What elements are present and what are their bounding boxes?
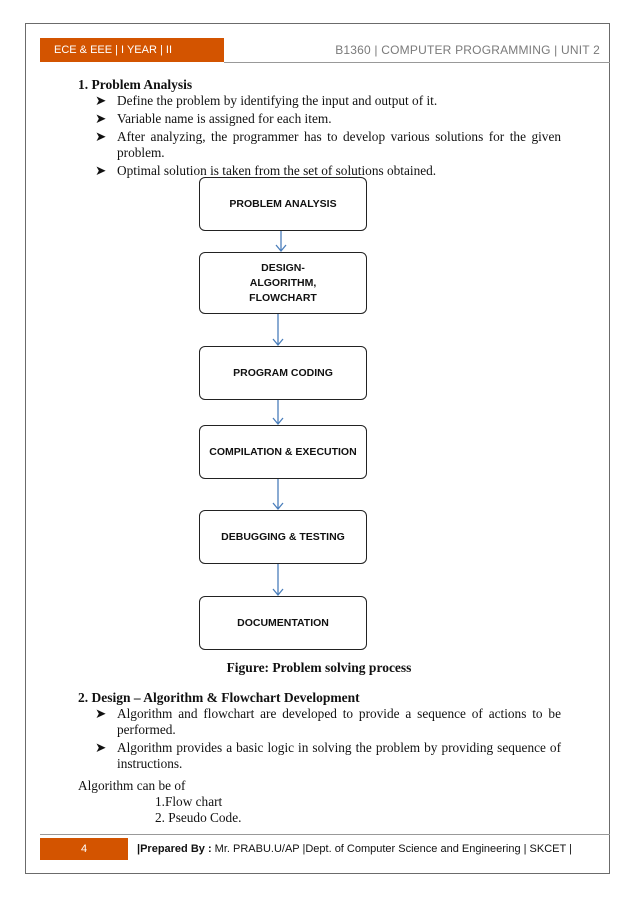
arrowhead-icon [272, 417, 284, 426]
flow-step-problem-analysis: PROBLEM ANALYSIS [199, 177, 367, 231]
arrow-bullet-icon: ➤ [95, 111, 107, 126]
algorithm-item-2: 2. Pseudo Code. [155, 810, 242, 825]
arrow-bullet-icon: ➤ [95, 163, 107, 178]
section2-title: 2. Design – Algorithm & Flowchart Develo… [78, 690, 360, 705]
footer-divider [40, 834, 610, 835]
arrow-bullet-icon: ➤ [95, 740, 107, 755]
flow-step-documentation: DOCUMENTATION [199, 596, 367, 650]
algorithm-intro: Algorithm can be of [78, 778, 186, 793]
list-item: ➤Define the problem by identifying the i… [95, 93, 438, 108]
page-number: 4 [40, 838, 128, 860]
arrowhead-icon [272, 502, 284, 511]
algorithm-item-1: 1.Flow chart [155, 794, 223, 809]
list-item: ➤Algorithm and flowchart are developed t… [95, 706, 561, 737]
flow-step-debugging-testing: DEBUGGING & TESTING [199, 510, 367, 564]
footer-credit: |Prepared By : Mr. PRABU.U/AP |Dept. of … [137, 843, 572, 855]
list-item: ➤Algorithm provides a basic logic in sol… [95, 740, 561, 771]
flow-step-program-coding: PROGRAM CODING [199, 346, 367, 400]
arrow-bullet-icon: ➤ [95, 706, 107, 721]
header-course-title: B1360 | COMPUTER PROGRAMMING | UNIT 2 [335, 43, 600, 57]
flow-step-design: DESIGN-ALGORITHM, FLOWCHART [199, 252, 367, 314]
arrow-bullet-icon: ➤ [95, 93, 107, 108]
header-divider [224, 62, 610, 63]
arrow-bullet-icon: ➤ [95, 129, 107, 144]
header-course-tag: ECE & EEE | I YEAR | II SEMESTER [40, 38, 224, 80]
list-item: ➤Optimal solution is taken from the set … [95, 163, 437, 178]
section1-title: 1. Problem Analysis [78, 77, 193, 92]
arrowhead-icon [272, 588, 284, 597]
arrowhead-icon [275, 244, 287, 253]
list-item: ➤After analyzing, the programmer has to … [95, 129, 561, 160]
section1-bullet-list: ➤Define the problem by identifying the i… [95, 93, 561, 181]
section2-bullet-list: ➤Algorithm and flowchart are developed t… [95, 706, 561, 774]
list-item: ➤Variable name is assigned for each item… [95, 111, 332, 126]
arrowhead-icon [272, 338, 284, 347]
figure-caption: Figure: Problem solving process [226, 660, 412, 675]
flow-step-compilation-execution: COMPILATION & EXECUTION [199, 425, 367, 479]
page-border [25, 23, 610, 874]
